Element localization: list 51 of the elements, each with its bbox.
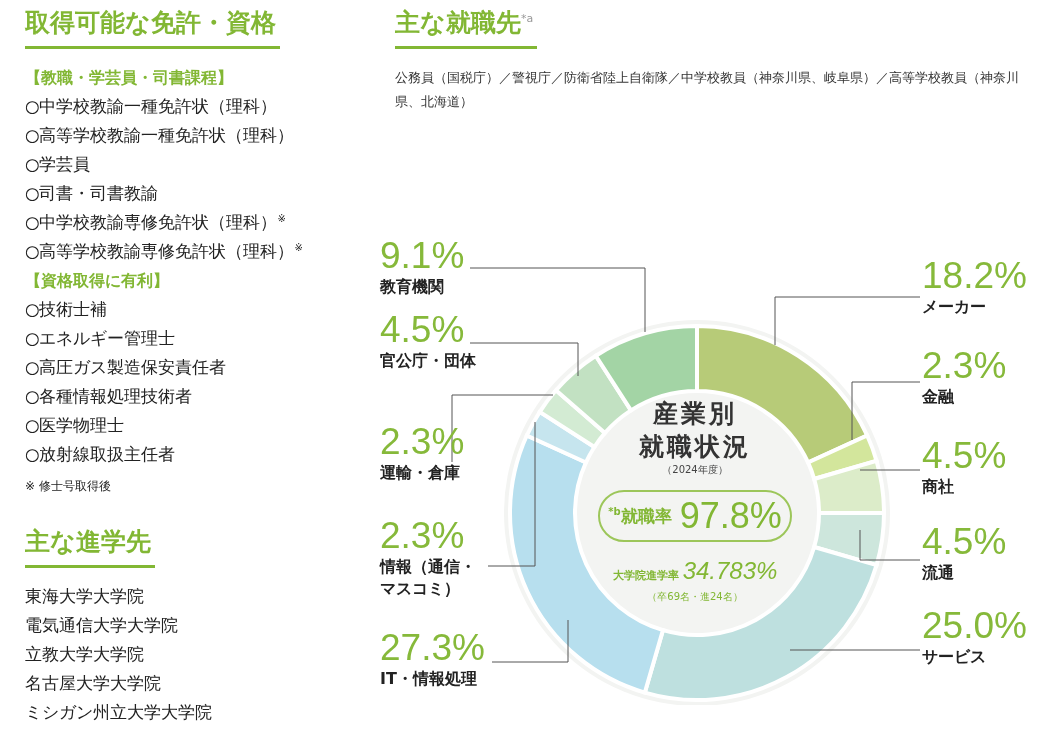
list-item: ○エネルギー管理士 xyxy=(25,328,176,350)
category-label: 流通 xyxy=(922,562,955,584)
section-heading: 主な就職先$^{*a}$ xyxy=(395,6,538,49)
list-item: ○学芸員 xyxy=(25,154,91,176)
list-item: 立教大学大学院 xyxy=(25,644,144,666)
rate-value: 34.783% xyxy=(682,557,778,585)
list-item: ○中学校教諭専修免許状（理科）$^{※}$ xyxy=(25,212,286,234)
chart-title: 産業別就職状況 xyxy=(638,398,752,463)
list-item: ○技術士補 xyxy=(25,299,108,321)
category-heading: 【教職・学芸員・司書課程】 xyxy=(25,67,233,89)
percent-label: 18.2% xyxy=(922,256,1027,296)
category-label: 運輸・倉庫 xyxy=(380,462,461,484)
percent-label: 25.0% xyxy=(922,606,1027,646)
category-label: メーカー xyxy=(922,296,987,318)
list-item: 電気通信大学大学院 xyxy=(25,615,178,637)
category-label: 金融 xyxy=(922,386,955,408)
count-note: （卒69名・進24名） xyxy=(646,590,744,604)
list-item: ○高圧ガス製造保安責任者 xyxy=(25,357,227,379)
category-label: 教育機関 xyxy=(380,276,445,298)
percent-label: 4.5% xyxy=(922,522,1007,562)
category-label: サービス xyxy=(922,646,987,668)
rate-label: 大学院進学率 xyxy=(612,568,679,583)
list-item: ○司書・司書教諭 xyxy=(25,183,159,205)
list-item: ○放射線取扱主任者 xyxy=(25,444,176,466)
percent-label: 2.3% xyxy=(380,422,465,462)
list-item: ○高等学校教諭専修免許状（理科）$^{※}$ xyxy=(25,241,303,263)
category-label: IT・情報処理 xyxy=(380,668,478,690)
rate-label: $^{*b}$就職率 xyxy=(608,504,672,528)
percent-label: 27.3% xyxy=(380,628,485,668)
list-item: 名古屋大学大学院 xyxy=(25,673,161,695)
list-item: ○高等学校教諭一種免許状（理科） xyxy=(25,125,295,147)
category-label: 官公庁・団体 xyxy=(380,350,477,372)
list-item: ○医学物理士 xyxy=(25,415,125,437)
percent-label: 2.3% xyxy=(380,516,465,556)
list-item: ミシガン州立大学大学院 xyxy=(25,702,212,724)
category-heading: 【資格取得に有利】 xyxy=(25,270,169,292)
category-label: 商社 xyxy=(922,476,955,498)
footnote: ※ 修士号取得後 xyxy=(25,478,111,495)
rate-value: 97.8% xyxy=(679,495,782,537)
section-heading: 主な進学先 xyxy=(25,525,155,568)
list-item: ○中学校教諭一種免許状（理科） xyxy=(25,96,278,118)
employer-list: 公務員（国税庁）／警視庁／防衛省陸上自衛隊／中学校教員（神奈川県、岐阜県）／高等学校教員（神奈川県、北海道） xyxy=(395,66,1035,114)
category-label: 情報（通信・マスコミ） xyxy=(380,556,477,600)
list-item: ○各種情報処理技術者 xyxy=(25,386,193,408)
percent-label: 9.1% xyxy=(380,236,465,276)
list-item: 東海大学大学院 xyxy=(25,586,144,608)
percent-label: 4.5% xyxy=(922,436,1007,476)
percent-label: 4.5% xyxy=(380,310,465,350)
percent-label: 2.3% xyxy=(922,346,1007,386)
year-note: （2024年度） xyxy=(661,463,729,477)
section-heading: 取得可能な免許・資格 xyxy=(25,6,280,49)
